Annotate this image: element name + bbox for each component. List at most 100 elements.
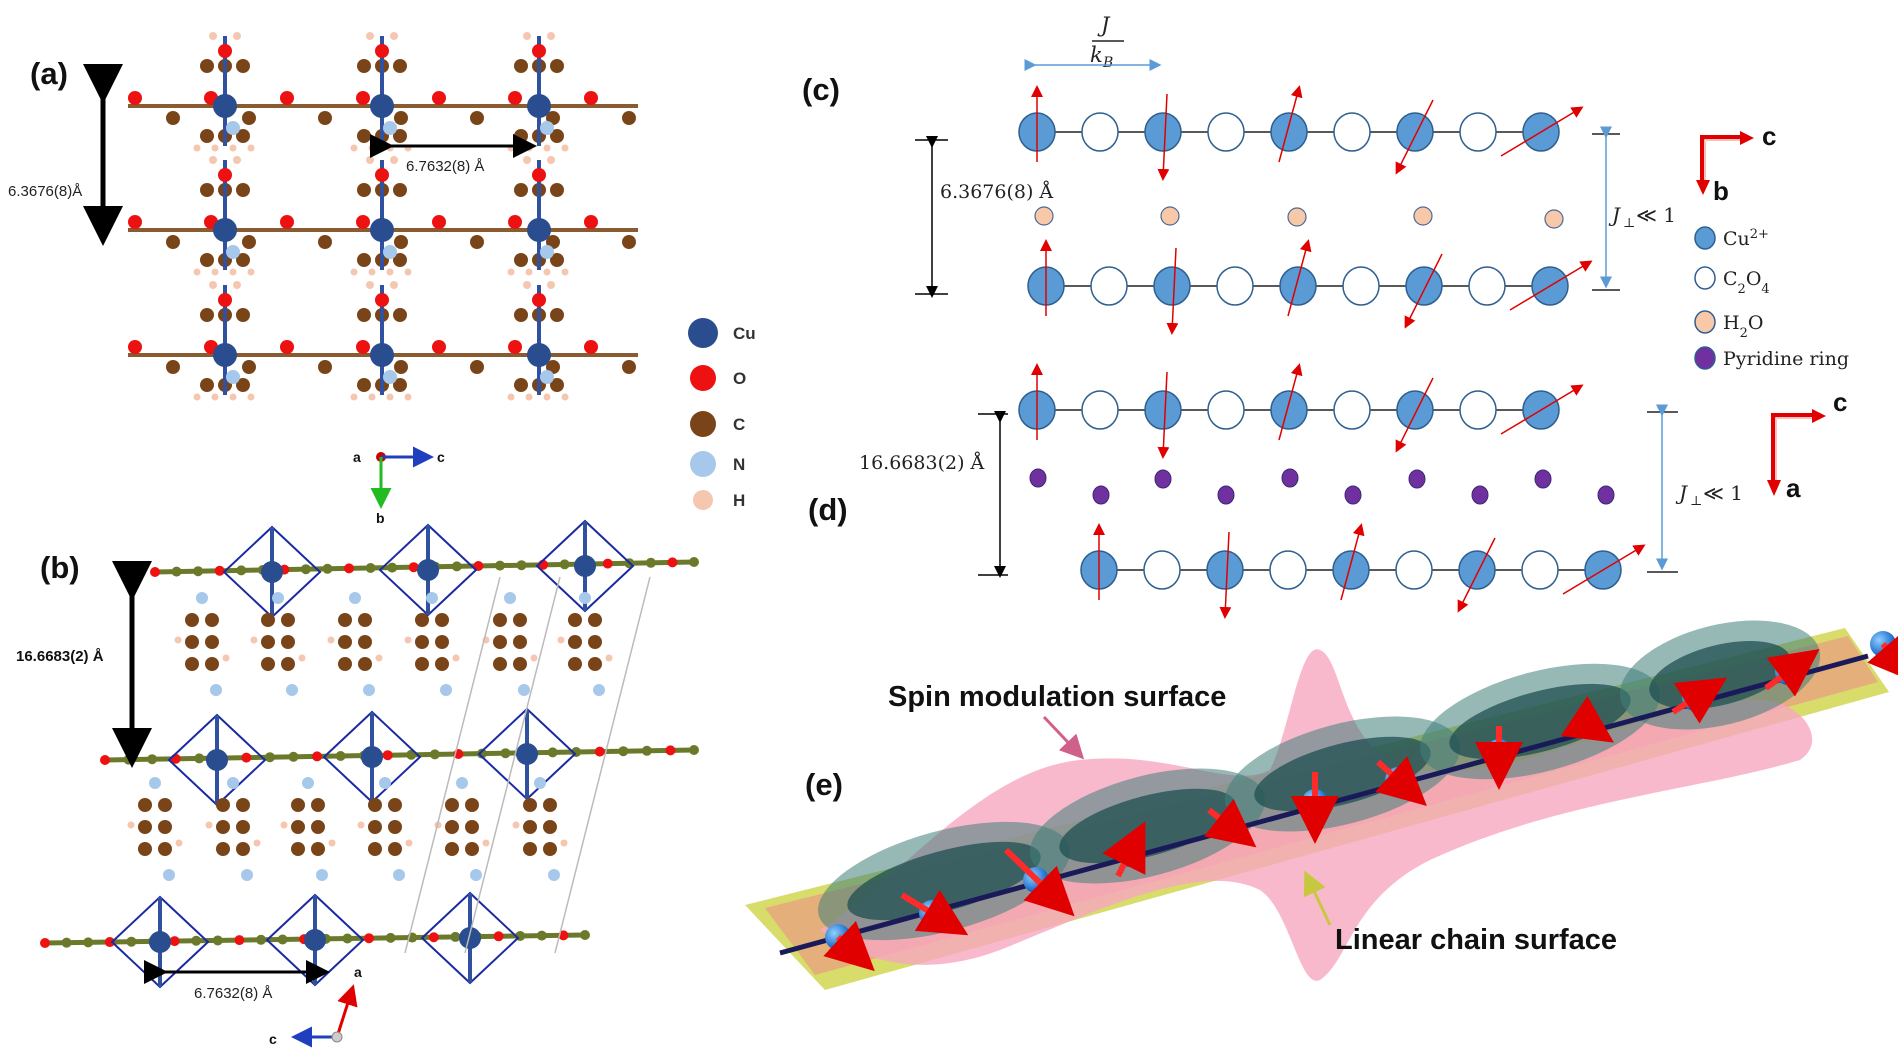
carbon-atom	[550, 59, 564, 73]
hydrogen-atom	[543, 268, 551, 276]
axis-indicator-d: c a	[1767, 387, 1847, 503]
cu-ion	[1396, 390, 1434, 430]
hydrogen-atom	[404, 268, 412, 276]
hydrogen-atom	[211, 268, 219, 276]
copper-atom	[516, 743, 538, 765]
hydrogen-atom	[205, 821, 213, 829]
chain-atom	[288, 751, 299, 762]
copper-atom	[527, 343, 551, 367]
chain-atom	[580, 930, 590, 940]
carbon-atom	[358, 657, 372, 671]
carbon-atom	[523, 798, 537, 812]
oxygen-atom	[280, 91, 294, 105]
chain-atom	[689, 745, 699, 755]
hydrogen-atom	[209, 156, 217, 164]
pyridine-ring	[1281, 468, 1299, 488]
hydrogen-atom	[507, 393, 515, 401]
carbon-atom	[568, 657, 582, 671]
axis-label-b-panel-c: b	[1713, 176, 1729, 206]
carbon-atom	[550, 378, 564, 392]
carbon-atom	[158, 820, 172, 834]
hydrogen-atom	[390, 156, 398, 164]
hydrogen-atom	[525, 393, 533, 401]
carbon-atom	[200, 183, 214, 197]
hydrogen-atom	[523, 281, 531, 289]
nitrogen-atom	[227, 777, 239, 789]
nitrogen-atom	[518, 684, 530, 696]
axis-label-c: c	[437, 449, 445, 465]
hydrogen-atom	[561, 393, 569, 401]
copper-atom	[574, 555, 596, 577]
species-label-3: Pyridine ring	[1723, 348, 1849, 370]
carbon-atom	[318, 111, 332, 125]
oxygen-atom	[128, 91, 142, 105]
nitrogen-atom	[540, 121, 554, 135]
carbon-atom	[338, 613, 352, 627]
carbon-atom	[236, 129, 250, 143]
chain-atom	[387, 562, 398, 573]
carbon-atom	[514, 59, 528, 73]
carbon-atom	[200, 378, 214, 392]
hydrogen-atom	[366, 32, 374, 40]
chain-atom	[300, 564, 311, 575]
svg-text:≪ 1: ≪ 1	[1703, 481, 1743, 505]
carbon-atom	[568, 613, 582, 627]
oxygen-atom	[508, 91, 522, 105]
carbon-atom	[393, 378, 407, 392]
chain-atom	[641, 745, 652, 756]
carbon-atom	[236, 798, 250, 812]
nitrogen-atom	[383, 245, 397, 259]
hydrogen-atom	[174, 636, 182, 644]
distance-label-horizontal-a: 6.7632(8) Å	[406, 158, 484, 175]
spin-moment-arrow	[900, 889, 969, 936]
legend-label-c: C	[733, 415, 745, 434]
spin-arrow	[1500, 384, 1584, 435]
carbon-atom	[368, 842, 382, 856]
oxalate-site	[1459, 112, 1497, 152]
oxygen-atom	[128, 215, 142, 229]
cu-ion	[1144, 112, 1182, 152]
water-oxygen	[375, 44, 389, 58]
oxalate-site	[1081, 390, 1119, 430]
spin-moment-arrow	[1560, 696, 1614, 743]
carbon-atom	[185, 613, 199, 627]
panel-label-a: (a)	[30, 56, 68, 91]
chain-atom	[193, 566, 204, 577]
oxalate-site	[1459, 390, 1497, 430]
unit-cell-edge	[554, 576, 651, 954]
distance-label-d: 16.6683(2) Å	[859, 452, 985, 474]
oxygen-atom	[584, 91, 598, 105]
nitrogen-atom	[593, 684, 605, 696]
hydrogen-atom	[386, 268, 394, 276]
carbon-atom	[357, 59, 371, 73]
carbon-atom	[514, 308, 528, 322]
oxalate-site	[1333, 112, 1371, 152]
nitrogen-atom	[540, 245, 554, 259]
hydrogen-atom	[193, 393, 201, 401]
carbon-atom	[205, 635, 219, 649]
hydrogen-atom	[350, 144, 358, 152]
oxygen-atom	[584, 340, 598, 354]
carbon-atom	[158, 798, 172, 812]
copper-atom	[304, 929, 326, 951]
nitrogen-atom	[534, 777, 546, 789]
spin-arrow	[1562, 544, 1646, 595]
axis-label-b: b	[376, 510, 385, 526]
cu-ion	[1405, 266, 1443, 306]
panel-label-c: (c)	[802, 72, 840, 107]
carbon-atom	[236, 842, 250, 856]
oxygen-atom	[356, 215, 370, 229]
spin-moments-e	[823, 631, 1898, 972]
cu-ion	[1144, 390, 1182, 430]
hydrogen-atom	[253, 839, 261, 847]
chain-atom	[500, 748, 511, 759]
carbon-atom	[338, 635, 352, 649]
spin-arrow	[1340, 523, 1365, 601]
pyridine-ring	[1217, 485, 1235, 505]
water-oxygen	[532, 293, 546, 307]
oxygen-atom	[356, 91, 370, 105]
spin-arrow	[1404, 253, 1443, 329]
nitrogen-atom	[579, 592, 591, 604]
